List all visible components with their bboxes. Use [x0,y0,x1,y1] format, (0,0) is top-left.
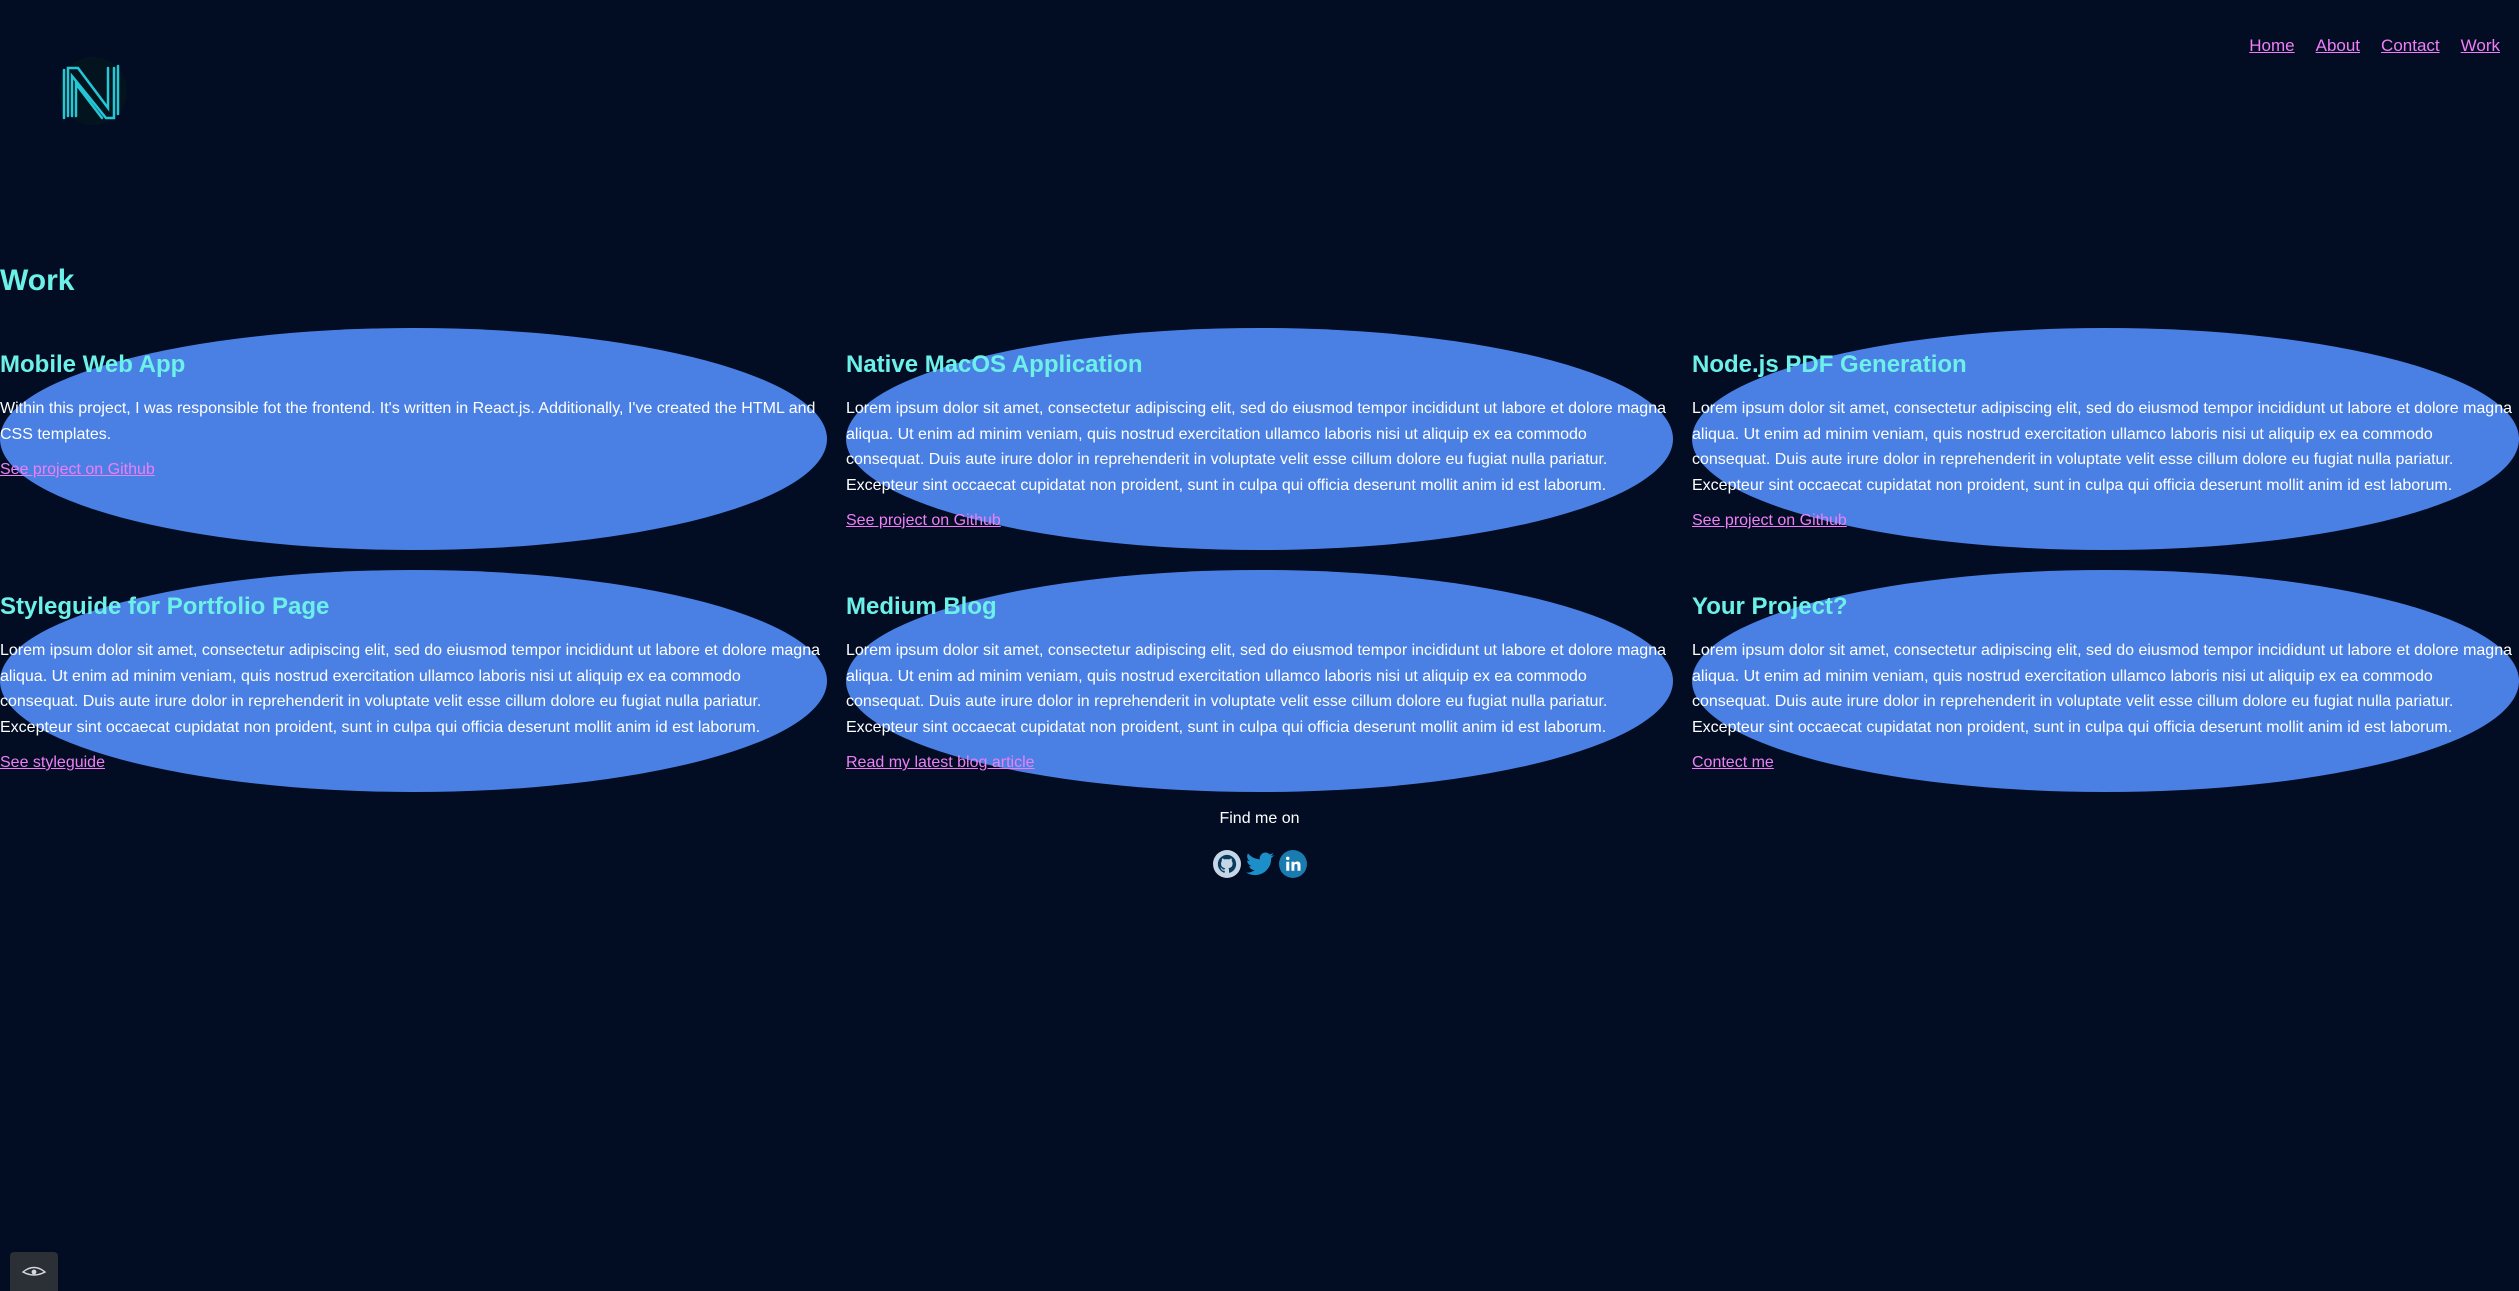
card-link[interactable]: See styleguide [0,754,105,771]
site-logo[interactable] [58,56,128,126]
card-description: Lorem ipsum dolor sit amet, consectetur … [1692,400,2512,494]
card-title: Styleguide for Portfolio Page [0,593,330,620]
card-link[interactable]: See project on Github [0,461,155,478]
card-title: Native MacOS Application [846,351,1143,378]
card-link[interactable]: See project on Github [846,512,1001,529]
card-title: Node.js PDF Generation [1692,351,1967,378]
card-blob [0,328,827,550]
card-blob [1692,570,2519,792]
card-description: Lorem ipsum dolor sit amet, consectetur … [846,642,1666,736]
card-link[interactable]: See project on Github [1692,512,1847,529]
nav-about-link[interactable]: About [2315,36,2361,55]
github-icon[interactable] [1212,850,1241,878]
twitter-icon[interactable] [1245,850,1274,878]
card-blob [1692,328,2519,550]
card-blob [846,328,1673,550]
project-card-mobile-web-app: Mobile Web App Within this project, I wa… [0,328,827,550]
work-grid: Mobile Web App Within this project, I wa… [0,328,2519,792]
corner-widget[interactable] [10,1252,58,1291]
card-description: Lorem ipsum dolor sit amet, consectetur … [0,642,820,736]
card-title: Your Project? [1692,593,1848,620]
card-link[interactable]: Read my latest blog article [846,754,1035,771]
social-links [0,850,2519,878]
project-card-native-macos: Native MacOS Application Lorem ipsum dol… [846,328,1673,550]
linkedin-icon[interactable] [1278,850,1307,878]
logo-n-icon [59,57,127,125]
nav-work-link[interactable]: Work [2460,36,2500,55]
main-nav: Home About Contact Work [2249,36,2500,56]
find-me-label: Find me on [1219,810,1300,827]
card-blob [846,570,1673,792]
nav-home-link[interactable]: Home [2249,36,2295,55]
card-title: Mobile Web App [0,351,186,378]
card-blob [0,570,827,792]
project-card-your-project: Your Project? Lorem ipsum dolor sit amet… [1692,570,2519,792]
card-title: Medium Blog [846,593,997,620]
project-card-nodejs-pdf: Node.js PDF Generation Lorem ipsum dolor… [1692,328,2519,550]
eye-icon [21,1266,47,1276]
project-card-styleguide: Styleguide for Portfolio Page Lorem ipsu… [0,570,827,792]
card-description: Lorem ipsum dolor sit amet, consectetur … [846,400,1666,494]
nav-contact-link[interactable]: Contact [2381,36,2440,55]
page-title: Work [0,264,75,297]
card-description: Within this project, I was responsible f… [0,400,816,443]
card-link[interactable]: Contect me [1692,754,1774,771]
card-description: Lorem ipsum dolor sit amet, consectetur … [1692,642,2512,736]
project-card-medium-blog: Medium Blog Lorem ipsum dolor sit amet, … [846,570,1673,792]
